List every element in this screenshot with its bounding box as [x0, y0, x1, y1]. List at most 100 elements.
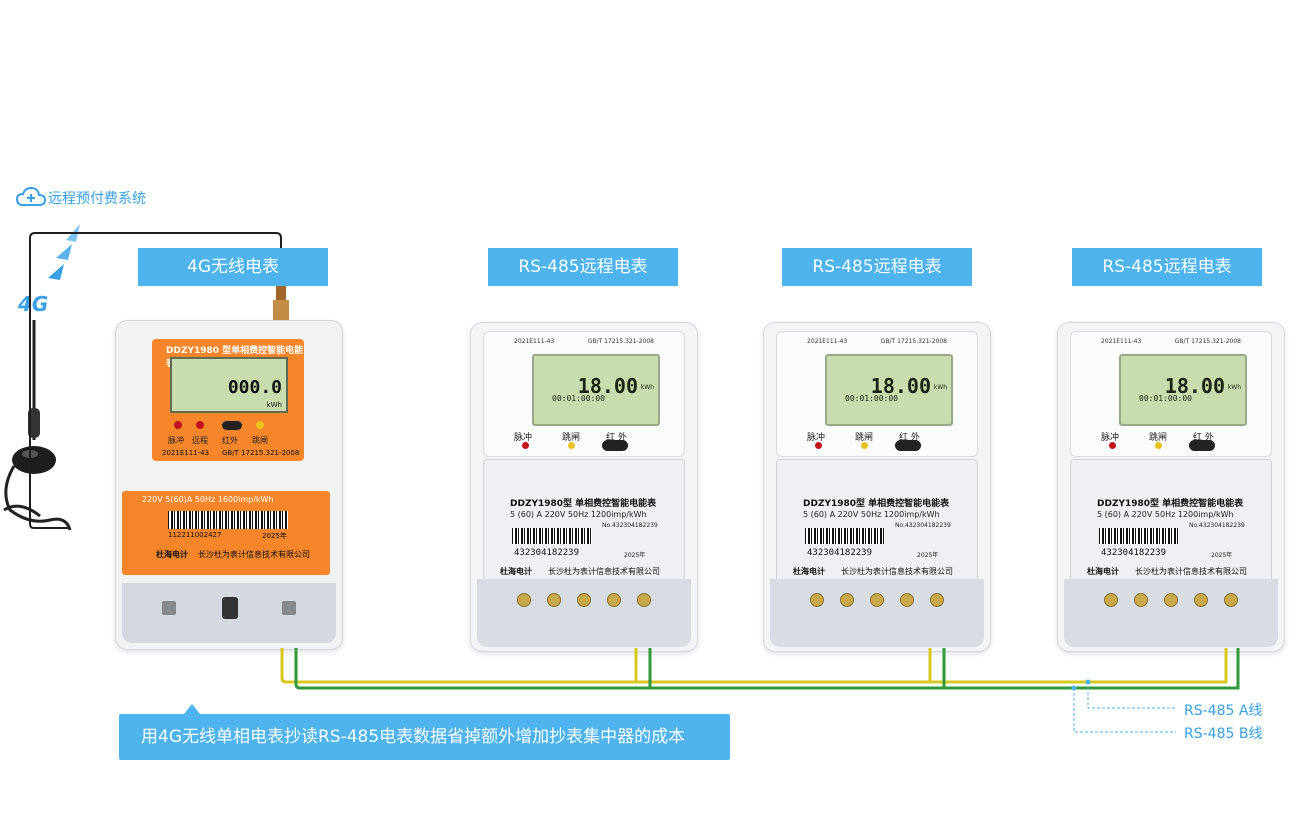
meter-barcode: [1099, 528, 1179, 544]
meter-model: DDZY1980型 单相费控智能电能表: [1097, 499, 1244, 509]
meter-nameplate: DDZY1980型 单相费控智能电能表 5 (60) A 220V 50Hz 1…: [1070, 459, 1272, 583]
meter-antenna-icon: [273, 284, 289, 320]
rs485-meter-3: 2021E111-43 GB/T 17215.321-2008 18.00 kW…: [1057, 322, 1285, 652]
terminal-screw-icon: [1104, 593, 1118, 607]
meter-reading: 18.00: [870, 374, 931, 398]
meter-unit: kWh: [1227, 384, 1241, 391]
meter-reading: 18.00: [1164, 374, 1225, 398]
meter-brand: 杜海电计: [1087, 567, 1119, 576]
indicator-label: 跳闸: [562, 433, 581, 443]
meter-cert: 2021E111-43: [807, 338, 848, 345]
terminal-icon: [162, 601, 176, 615]
wireless-meter-lcd: 000.0 kWh: [170, 357, 288, 413]
wireless-meter-terminal-cover: [122, 583, 336, 643]
meter-terminal-block: [1064, 579, 1278, 647]
meter-display-panel: 2021E111-43 GB/T 17215.321-2008 18.00 kW…: [776, 331, 978, 457]
meter-time: 00:01:00:00: [552, 394, 605, 403]
terminal-screw-icon: [577, 593, 591, 607]
meter-brand: 杜海电计: [793, 567, 825, 576]
meter-serial-no: No.432304182239: [1189, 522, 1245, 529]
meter-barcode: [512, 528, 592, 544]
infrared-port-icon: [895, 440, 921, 451]
meter-unit: kWh: [933, 384, 947, 391]
terminal-screw-icon: [1194, 593, 1208, 607]
trip-led-icon: [861, 442, 868, 449]
indicator-label: 远程: [192, 436, 208, 445]
indicator-label: 跳闸: [855, 433, 874, 443]
indicator-label: 红 外: [1193, 433, 1214, 443]
rs485-a-wire: [280, 648, 1228, 684]
meter-maker: 长沙杜为表计信息技术有限公司: [548, 567, 660, 576]
terminal-screw-icon: [637, 593, 651, 607]
meter-display-panel: 2021E111-43 GB/T 17215.321-2008 18.00 kW…: [1070, 331, 1272, 457]
trip-led-icon: [1155, 442, 1162, 449]
meter-lcd: 18.00 kWh 00:01:00:00: [532, 354, 660, 426]
meter-serial: 432304182239: [807, 548, 873, 558]
meter-time: 00:01:00:00: [845, 394, 898, 403]
rs485-meter-1: 2021E111-43 GB/T 17215.321-2008 18.00 kW…: [470, 322, 698, 652]
indicator-label: 脉冲: [514, 433, 533, 443]
note-pointer: [184, 704, 200, 714]
meter-brand: 杜海电计: [500, 567, 532, 576]
terminal-screw-icon: [870, 593, 884, 607]
terminal-screw-icon: [1224, 593, 1238, 607]
meter-reading: 18.00: [577, 374, 638, 398]
meter-serial: 432304182239: [1101, 548, 1167, 558]
rs485-b-line-label: RS-485 B线: [1184, 726, 1263, 742]
cloud-plus-icon: [16, 186, 46, 206]
terminal-screw-icon: [607, 593, 621, 607]
meter-lcd: 18.00 kWh 00:01:00:00: [1119, 354, 1247, 426]
indicator-label: 红 外: [606, 433, 627, 443]
meter-display-panel: 2021E111-43 GB/T 17215.321-2008 18.00 kW…: [483, 331, 685, 457]
pulse-led-icon: [815, 442, 822, 449]
b-line-leader: [1073, 688, 1176, 733]
signal-label: 4G: [18, 292, 49, 316]
meter-standard: GB/T 17215.321-2008: [880, 338, 947, 345]
indicator-label: 脉冲: [807, 433, 826, 443]
indicator-label: 脉冲: [168, 436, 184, 445]
label-rs485-meter-1: RS-485远程电表: [488, 248, 678, 286]
meter-cert: 2021E111-43: [514, 338, 555, 345]
a-line-leader: [1087, 682, 1176, 709]
solution-note: 用4G无线单相电表抄读RS-485电表数据省掉额外增加抄表集中器的成本: [119, 714, 730, 760]
meter-barcode: [805, 528, 885, 544]
terminal-screw-icon: [810, 593, 824, 607]
meter-year: 2025年: [1211, 552, 1233, 559]
wireless-meter-year: 2025年: [262, 532, 287, 540]
pulse-led-icon: [522, 442, 529, 449]
infrared-port-icon: [602, 440, 628, 451]
meter-terminal-block: [477, 579, 691, 647]
rs485-meter-2: 2021E111-43 GB/T 17215.321-2008 18.00 kW…: [763, 322, 991, 652]
antenna-cable: [29, 232, 282, 529]
indicator-label: 红外: [222, 436, 238, 445]
wireless-meter-cert: 2021E111-43: [162, 449, 210, 457]
indicator-label: 脉冲: [1101, 433, 1120, 443]
wireless-meter-nameplate: 220V 5(60)A 50Hz 1600imp/kWh 11221100242…: [122, 491, 330, 575]
pulse-led-icon: [1109, 442, 1116, 449]
meter-spec: 5 (60) A 220V 50Hz 1200imp/kWh: [1097, 510, 1234, 519]
meter-maker: 长沙杜为表计信息技术有限公司: [841, 567, 953, 576]
rs485-a-line-label: RS-485 A线: [1184, 703, 1263, 719]
meter-standard: GB/T 17215.321-2008: [587, 338, 654, 345]
meter-serial-no: No.432304182239: [602, 522, 658, 529]
wireless-meter-unit: kWh: [266, 401, 282, 409]
wireless-meter-maker: 长沙杜为表计信息技术有限公司: [198, 550, 310, 559]
meter-serial: 432304182239: [514, 548, 580, 558]
wireless-meter-barcode: [168, 511, 288, 529]
meter-year: 2025年: [917, 552, 939, 559]
rs485-b-wire: [294, 648, 1240, 690]
terminal-screw-icon: [517, 593, 531, 607]
indicator-label: 跳闸: [1149, 433, 1168, 443]
system-title: 远程预付费系统: [48, 191, 146, 207]
pulse-led-icon: [174, 421, 182, 429]
wireless-meter-spec: 220V 5(60)A 50Hz 1600imp/kWh: [142, 495, 274, 504]
infrared-port-icon: [222, 421, 242, 430]
meter-cert: 2021E111-43: [1101, 338, 1142, 345]
meter-unit: kWh: [640, 384, 654, 391]
terminal-icon: [282, 601, 296, 615]
meter-year: 2025年: [624, 552, 646, 559]
meter-standard: GB/T 17215.321-2008: [1174, 338, 1241, 345]
terminal-screw-icon: [840, 593, 854, 607]
